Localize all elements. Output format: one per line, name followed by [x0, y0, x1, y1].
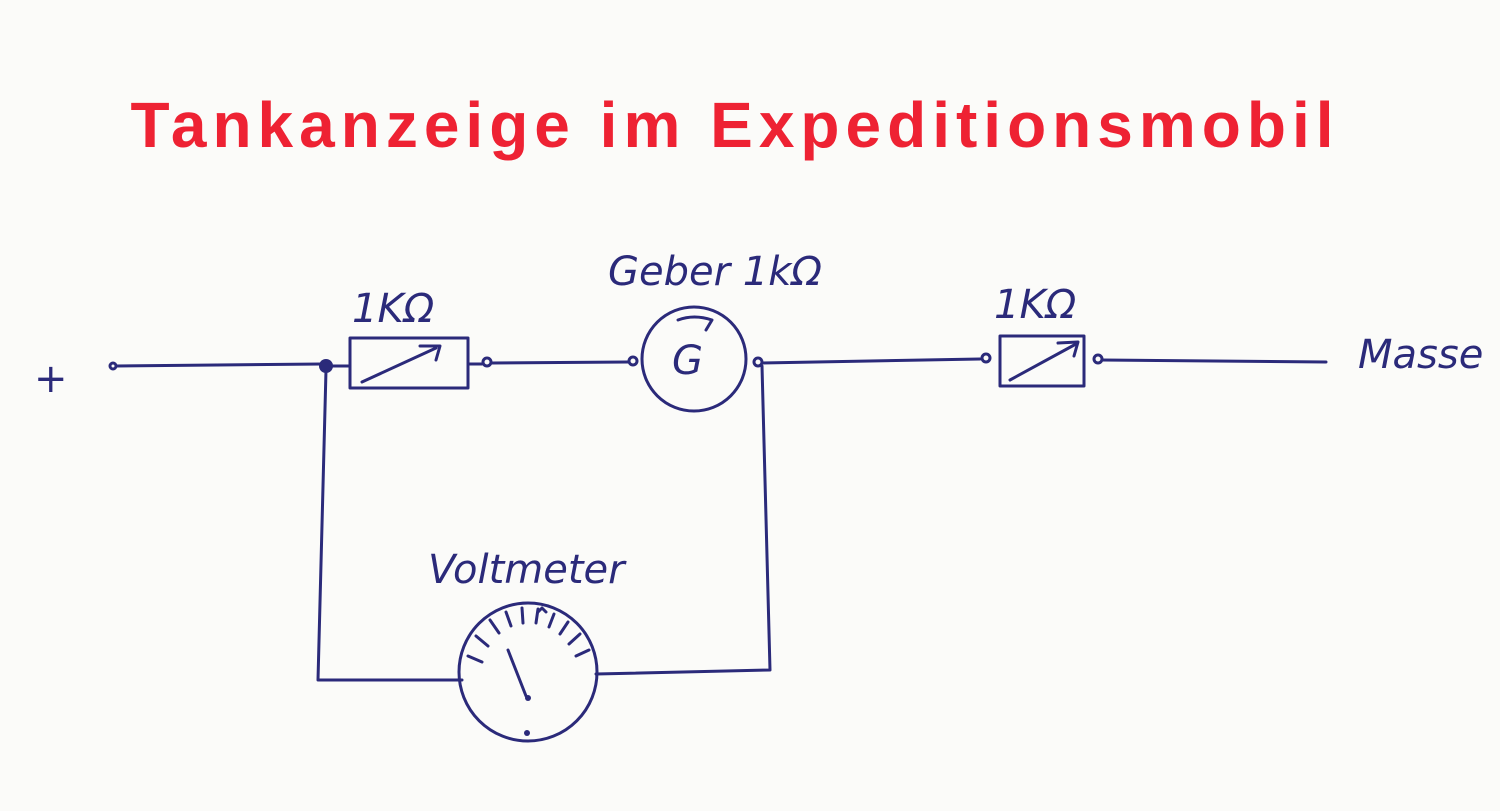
wire-sender-to-resistor — [760, 357, 982, 365]
wire-voltmeter-left — [316, 368, 464, 682]
diagram-title: Tankanzeige im Expeditionsmobil — [130, 89, 1340, 161]
wire-plus-to-junction — [114, 362, 324, 368]
resistor-right-node-right — [1092, 353, 1104, 365]
ground-label: Masse — [1358, 332, 1483, 378]
voltmeter — [457, 601, 599, 743]
resistor-left-label: 1KΩ — [352, 286, 435, 332]
wire-to-ground — [1100, 358, 1328, 364]
sender-symbol-label: G — [672, 338, 703, 384]
resistor-right-node-left — [980, 352, 992, 364]
wire-resistor-to-sender — [328, 360, 630, 368]
plus-terminal-label: + — [34, 356, 68, 402]
sender-node-left — [627, 355, 639, 367]
voltmeter-label: Voltmeter — [428, 547, 627, 593]
resistor-right-label: 1KΩ — [994, 282, 1077, 328]
variable-resistor-right — [998, 334, 1086, 388]
junction-node — [319, 359, 333, 373]
sender-node-right — [752, 356, 764, 368]
sender-label: Geber 1kΩ — [608, 249, 822, 295]
sender-gauge: G — [640, 305, 748, 413]
wire-voltmeter-right — [594, 364, 772, 676]
